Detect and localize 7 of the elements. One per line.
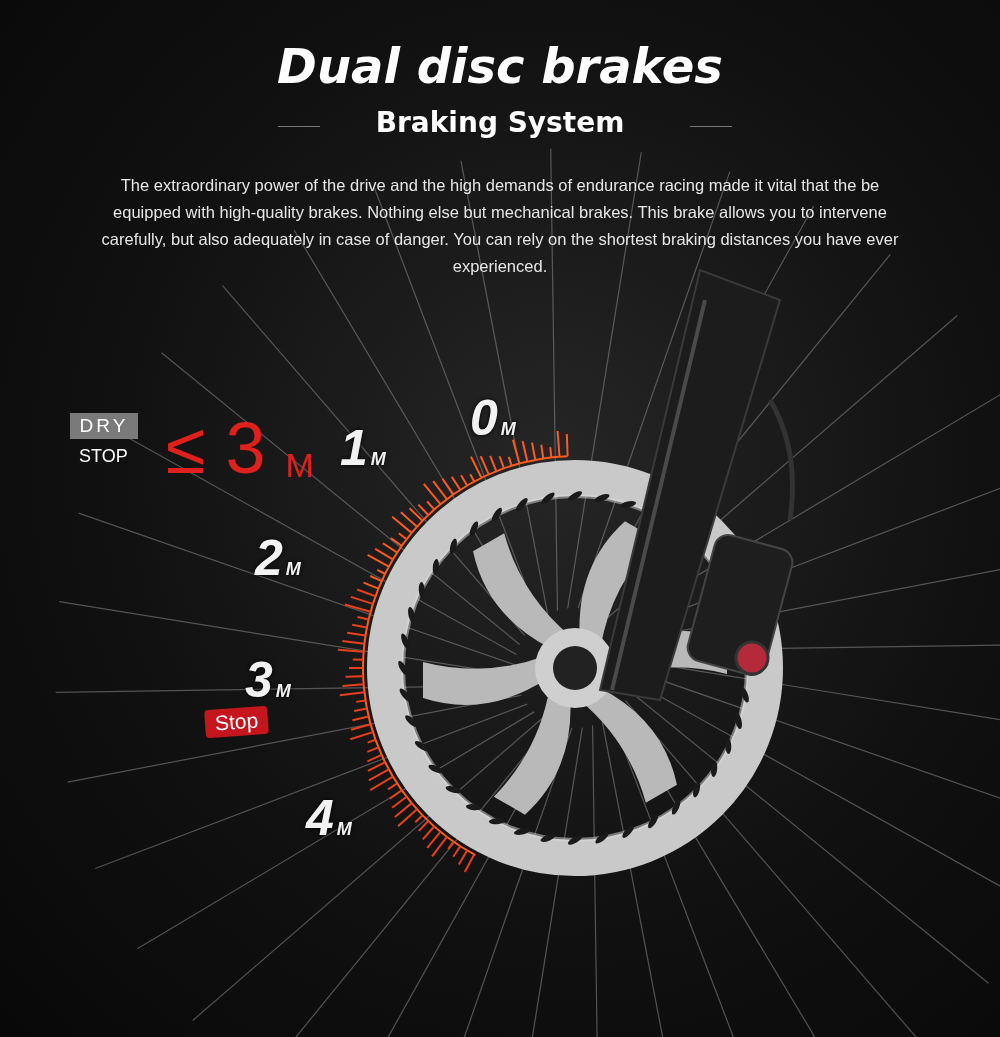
stop-tag: Stop bbox=[204, 705, 270, 739]
title: Dual disc brakes bbox=[277, 38, 723, 94]
description-paragraph: The extraordinary power of the drive and the high demands of endurance racing made it vital that the be equipped with high-quality brakes. Nothing else but mechanical brakes. This brake allows you to intervene carefully, but also adequately in case of danger. You can rely on the shortest braking distances you have ever experienced. bbox=[100, 175, 900, 277]
condition-tag: DRY bbox=[70, 413, 138, 439]
stop-label: STOP bbox=[79, 446, 128, 467]
subtitle: Braking System bbox=[375, 106, 625, 139]
stopping-distance-value: ≤ 3 $_{M}$ bbox=[166, 408, 314, 490]
